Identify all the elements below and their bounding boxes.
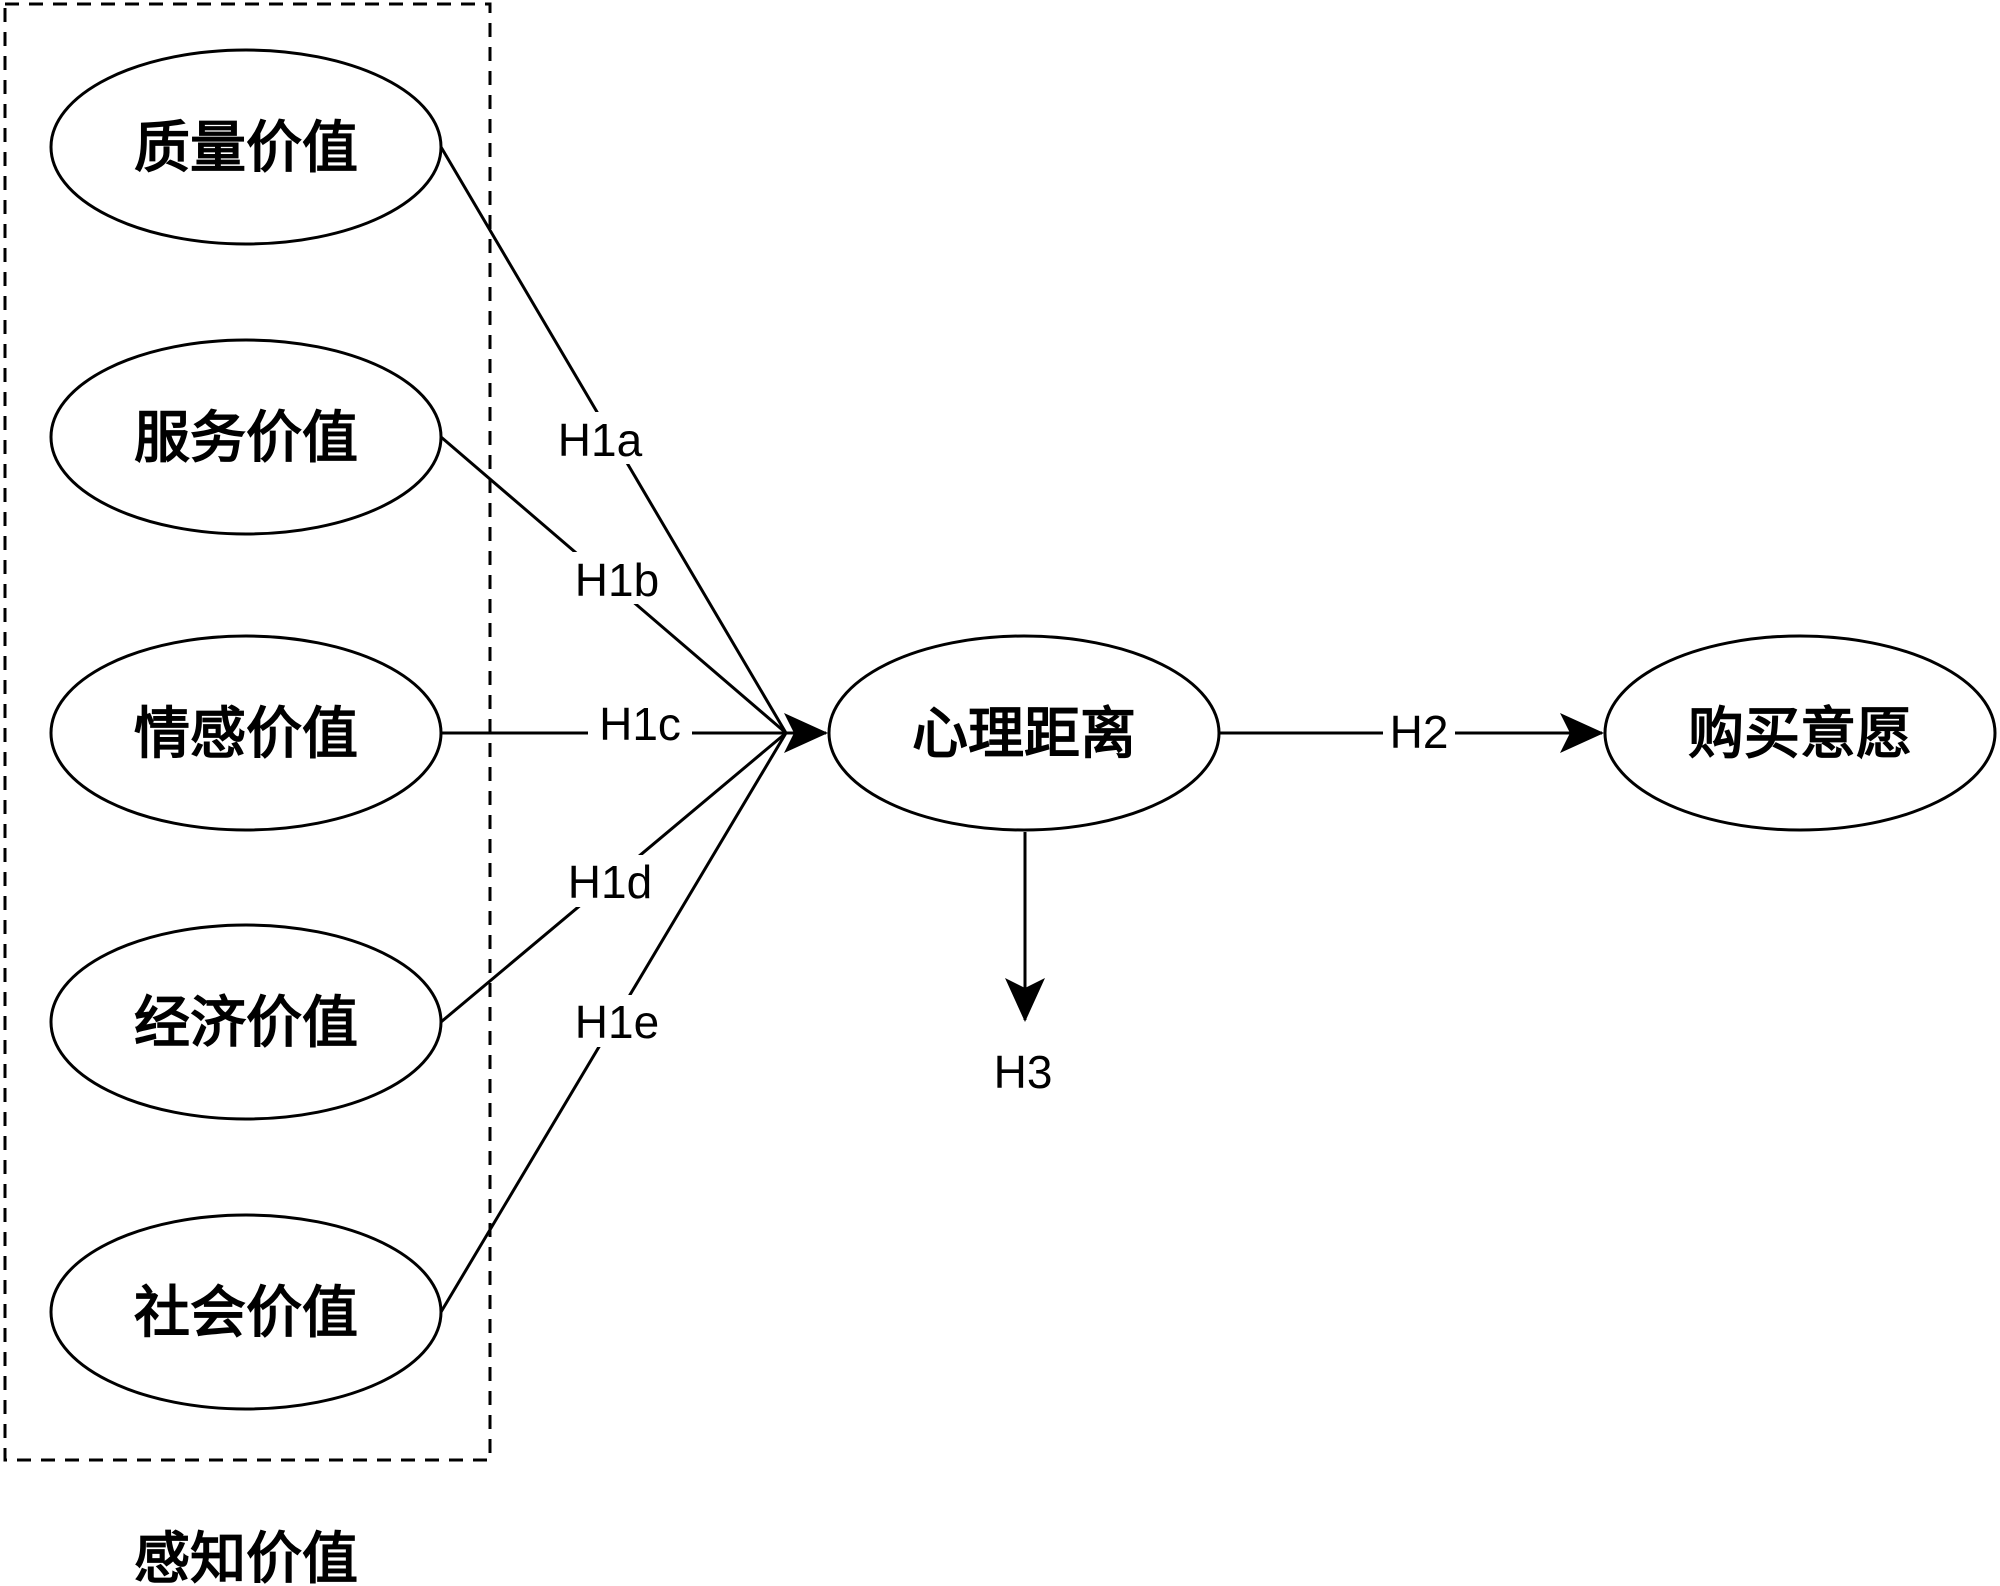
node-economic-label: 经济价值 [134, 991, 358, 1056]
node-intention-label: 购买意愿 [1688, 702, 1912, 767]
node-purchase-intention: 购买意愿 [1603, 634, 1997, 832]
node-service-value: 服务价值 [49, 338, 443, 536]
edge-label-h1e-group: H1e [565, 995, 669, 1048]
edge-label-h1d: H1d [568, 856, 652, 908]
node-quality-label: 质量价值 [134, 116, 358, 181]
edge-label-h2-group: H2 [1383, 706, 1455, 760]
node-distance-label: 心理距离 [912, 702, 1136, 767]
edge-label-h1c: H1c [599, 698, 681, 750]
node-social-value: 社会价值 [49, 1213, 443, 1411]
node-emotion-value: 情感价值 [49, 634, 443, 832]
edge-label-h1a: H1a [558, 414, 643, 466]
edge-label-h2: H2 [1390, 706, 1449, 758]
edge-label-h1c-group: H1c [588, 698, 692, 752]
edge-label-h3: H3 [994, 1046, 1053, 1098]
node-quality-value: 质量价值 [49, 48, 443, 246]
node-emotion-label: 情感价值 [134, 702, 358, 767]
edge-label-h1d-group: H1d [558, 855, 662, 908]
edge-label-h1b: H1b [575, 554, 659, 606]
perceived-value-group-label: 感知价值 [134, 1527, 358, 1586]
edge-label-h1e: H1e [575, 996, 659, 1048]
node-economic-value: 经济价值 [49, 923, 443, 1121]
edge-label-h1a-group: H1a [548, 412, 652, 466]
edge-label-h1b-group: H1b [565, 552, 669, 606]
node-service-label: 服务价值 [134, 406, 358, 471]
node-social-label: 社会价值 [134, 1281, 358, 1346]
node-psychological-distance: 心理距离 [827, 634, 1221, 832]
